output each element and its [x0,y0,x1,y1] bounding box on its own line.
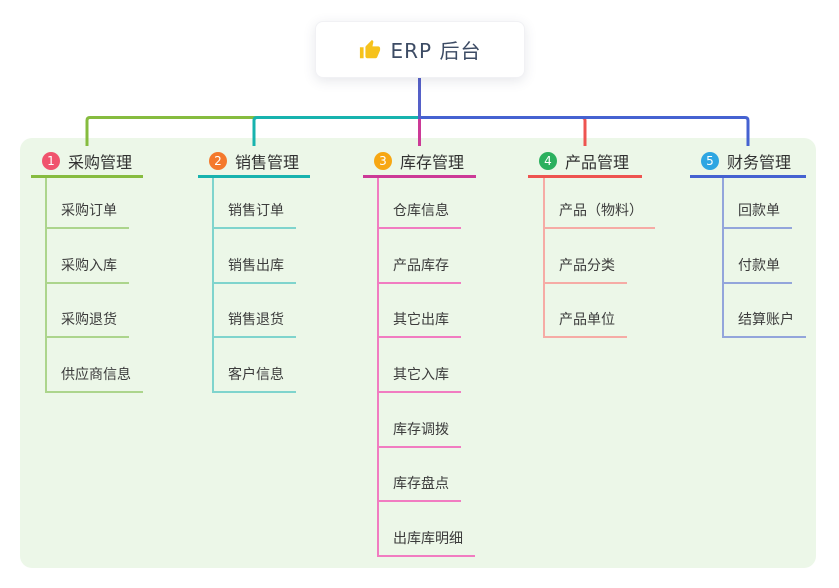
branch-children: 产品（物料） 产品分类产品单位 [543,178,655,339]
child-node-label: 采购订单 [61,203,117,219]
child-node[interactable]: 客户信息 [214,338,296,394]
child-node-label: 销售退货 [228,312,284,329]
child-node[interactable]: 产品库存 [379,229,461,284]
child-node-label: 采购入库 [61,257,117,274]
branch-node-3: 3 库存管理仓库信息产品库存其它出库其它入库库存调拨库存盘点出库库明细 [363,146,476,558]
child-node-label: 结算账户 [738,312,794,329]
branch-title[interactable]: 2 销售管理 [198,146,310,178]
branch-title-label: 产品管理 [565,152,630,172]
child-node-label: 产品库存 [393,257,449,274]
root-node[interactable]: ERP 后台 [315,21,525,78]
child-node-label: 产品分类 [559,257,615,274]
branch-title-label: 库存管理 [400,152,465,172]
child-node[interactable]: 采购订单 [47,178,129,229]
child-node-label: 出库库明细 [393,531,463,548]
child-node-label: 仓库信息 [393,203,449,219]
branch-number-badge: 1 [42,151,60,170]
child-node-label: 其它入库 [393,367,449,384]
child-node[interactable]: 供应商信息 [47,338,143,394]
child-node-label: 产品（物料） [559,203,643,219]
child-node[interactable]: 其它出库 [379,284,461,339]
child-node[interactable]: 销售出库 [214,229,296,284]
child-node[interactable]: 库存调拨 [379,393,461,448]
child-node[interactable]: 销售退货 [214,284,296,339]
child-node[interactable]: 产品分类 [545,229,627,284]
branch-number-badge: 5 [701,151,719,170]
child-node-label: 库存盘点 [393,476,449,493]
branch-node-5: 5 财务管理回款单付款单结算账户 [690,146,806,339]
branch-title[interactable]: 1 采购管理 [31,146,143,178]
child-node-label: 客户信息 [228,367,284,384]
branch-title-label: 采购管理 [68,152,133,172]
child-node[interactable]: 付款单 [724,229,792,284]
child-node[interactable]: 产品单位 [545,284,627,339]
branch-title[interactable]: 5 财务管理 [690,146,806,178]
branch-title-label: 财务管理 [727,152,792,172]
branch-node-1: 1 采购管理采购订单采购入库采购退货供应商信息 [31,146,143,394]
child-node-label: 回款单 [738,203,780,219]
child-node-label: 销售出库 [228,257,284,274]
child-node-label: 产品单位 [559,312,615,329]
branch-children: 销售订单销售出库销售退货客户信息 [212,178,296,394]
root-title: ERP 后台 [390,39,482,63]
branch-node-4: 4 产品管理产品（物料） 产品分类产品单位 [528,146,655,339]
child-node-label: 库存调拨 [393,421,449,438]
branch-children: 采购订单采购入库采购退货供应商信息 [45,178,143,394]
child-node[interactable]: 采购入库 [47,229,129,284]
child-node-label: 销售订单 [228,203,284,219]
child-node[interactable]: 仓库信息 [379,178,461,229]
child-node-label: 供应商信息 [61,367,131,384]
thumbs-up-icon [359,39,380,58]
branch-title[interactable]: 4 产品管理 [528,146,642,178]
child-node[interactable]: 结算账户 [724,284,806,339]
branch-node-2: 2 销售管理销售订单销售出库销售退货客户信息 [198,146,310,394]
branch-number-badge: 4 [539,151,557,170]
child-node[interactable]: 回款单 [724,178,792,229]
branch-number-badge: 2 [209,151,227,170]
child-node[interactable]: 库存盘点 [379,448,461,503]
branch-title[interactable]: 3 库存管理 [363,146,476,178]
branch-title-label: 销售管理 [235,152,300,172]
child-node[interactable]: 采购退货 [47,284,129,339]
child-node-label: 采购退货 [61,312,117,329]
child-node-label: 付款单 [738,257,780,274]
child-node[interactable]: 其它入库 [379,338,461,394]
child-node[interactable]: 销售订单 [214,178,296,229]
mindmap-canvas [20,138,816,568]
child-node[interactable]: 产品（物料） [545,178,655,229]
child-node-label: 其它出库 [393,312,449,329]
child-node[interactable]: 出库库明细 [379,502,475,558]
branch-children: 仓库信息产品库存其它出库其它入库库存调拨库存盘点出库库明细 [377,178,475,558]
branch-number-badge: 3 [374,151,392,170]
branch-children: 回款单付款单结算账户 [722,178,806,339]
